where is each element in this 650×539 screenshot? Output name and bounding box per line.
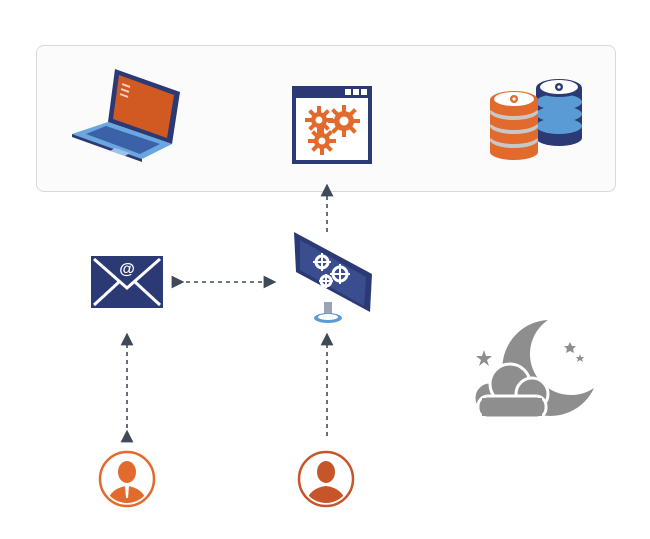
user-avatar-right [297, 450, 355, 508]
laptop-icon [70, 64, 185, 162]
monitor-gears-icon [294, 232, 376, 327]
moon-cloud-stars-icon [470, 316, 600, 426]
database-stack-icon [488, 74, 586, 162]
user-avatar-icon [297, 450, 355, 508]
svg-text:@: @ [119, 261, 135, 278]
app-window-gears-icon [292, 86, 372, 164]
email-envelope-icon: @ [91, 256, 163, 308]
user-avatar-icon [98, 450, 156, 508]
user-avatar-left [98, 450, 156, 508]
